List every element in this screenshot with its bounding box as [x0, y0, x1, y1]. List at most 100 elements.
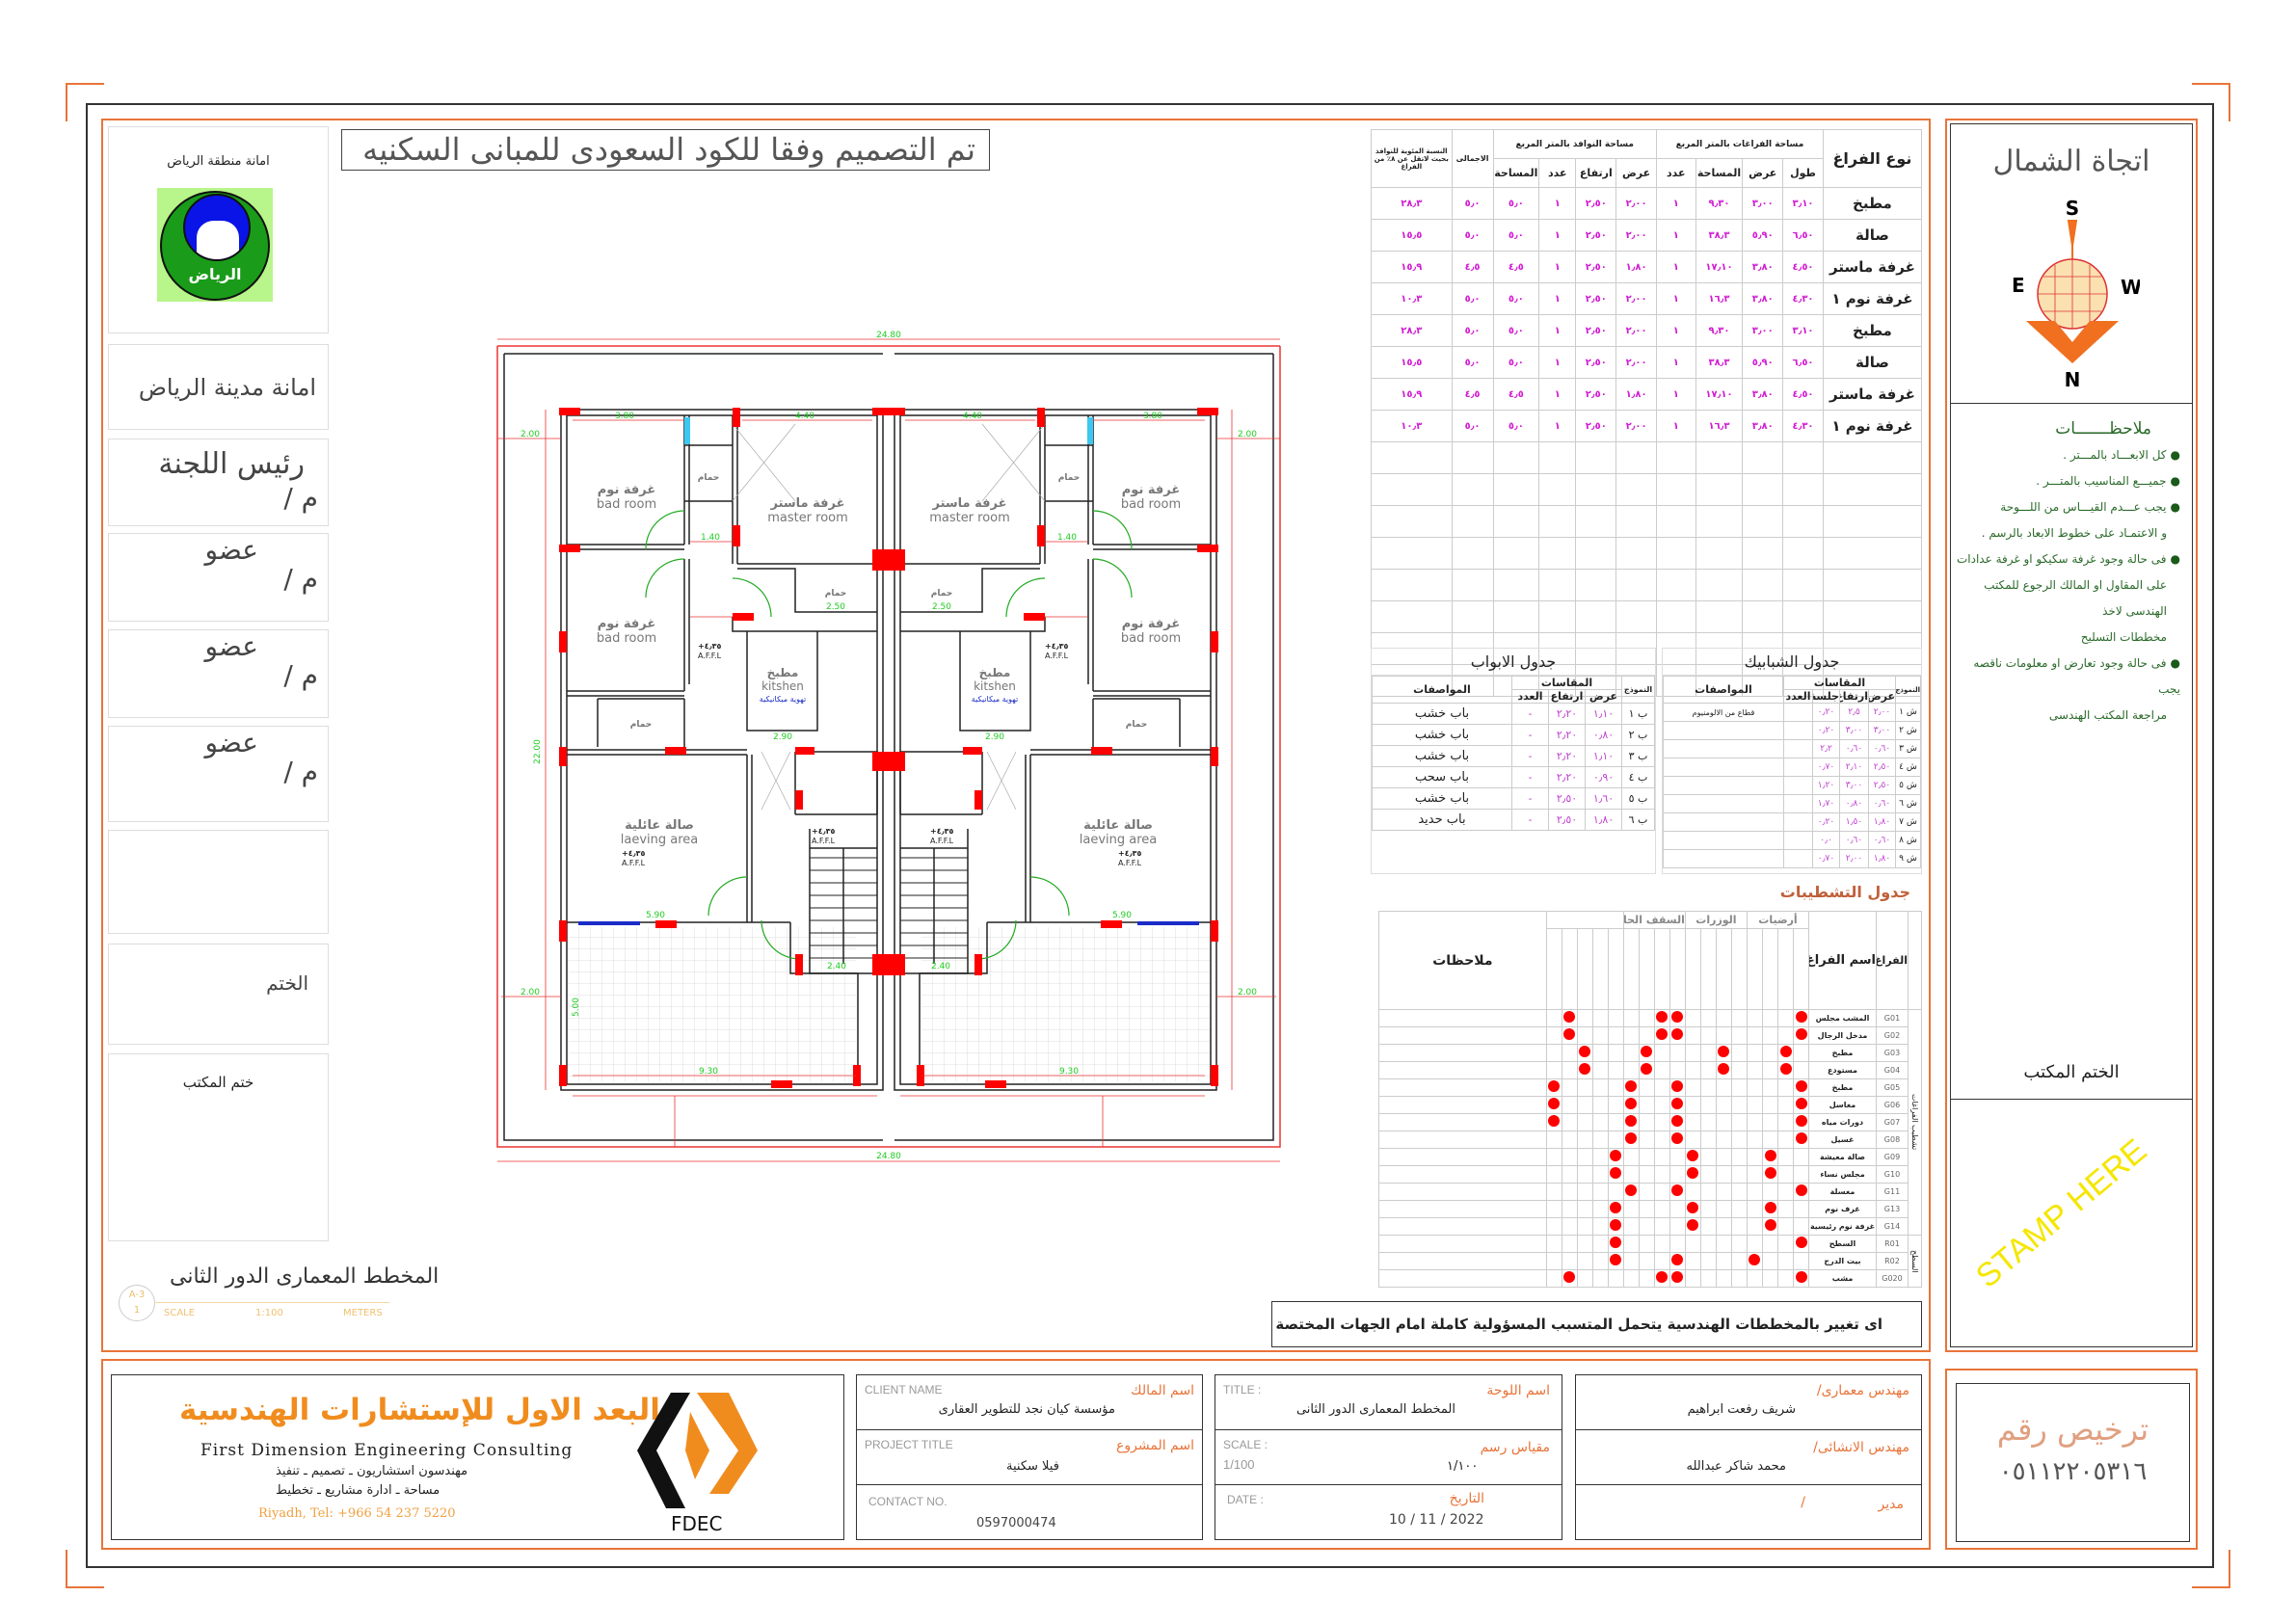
note-item: على المقاول او المالك الرجوع للمكتب الهن…	[1957, 572, 2180, 625]
finish-cell	[1653, 1183, 1670, 1201]
finish-cell	[1669, 1200, 1686, 1218]
finish-cell	[1576, 1183, 1593, 1201]
room-type-cell: صالة	[1822, 219, 1923, 252]
window-cell	[1782, 794, 1814, 813]
value-cell: ٤٫٥	[1451, 378, 1494, 411]
corner-mark	[2192, 83, 2230, 121]
finish-cell	[1561, 1061, 1578, 1079]
value-cell: ١	[1538, 314, 1577, 347]
finish-cell	[1684, 1269, 1701, 1288]
door-cell: -	[1511, 703, 1549, 725]
finish-column-header	[1653, 928, 1670, 1010]
finish-cell	[1777, 1148, 1794, 1166]
space-code: G01	[1876, 1009, 1909, 1027]
finish-cell	[1607, 1061, 1624, 1079]
finish-cell	[1762, 1113, 1778, 1131]
value-cell: ١	[1538, 219, 1577, 252]
empty-cell	[1492, 441, 1540, 474]
finish-cell	[1699, 1096, 1717, 1114]
signature-line: م /	[283, 659, 318, 691]
east-label: E	[2012, 274, 2025, 297]
finish-cell	[1545, 1148, 1562, 1166]
fdec-logo-text: FDEC	[671, 1512, 723, 1535]
finish-column-header	[1746, 928, 1764, 1010]
riyadh-logo: الرياض	[157, 188, 273, 302]
finish-marker	[1718, 1046, 1730, 1057]
finish-cell	[1777, 1078, 1794, 1097]
note-text: فى حالة وجود تعارض او معلومات ناقصه يجب	[1973, 656, 2180, 696]
units-label: METERS	[343, 1308, 383, 1318]
dim-corridor: 1.40	[701, 533, 720, 543]
window-cell: ٠٫٢٠	[1812, 703, 1840, 722]
notes-cell	[1378, 1235, 1547, 1253]
value-cell: ٢٫٥٠	[1575, 314, 1617, 347]
door-cell: باب خشب	[1372, 724, 1512, 746]
room-label-ar: صالة عائلية	[625, 818, 694, 833]
finish-cell	[1545, 1183, 1562, 1201]
level-value: +٤٫٣٥	[812, 827, 835, 836]
finish-column-header	[1762, 928, 1778, 1010]
col-notes: ملاحظات	[1378, 911, 1547, 1010]
value-cell: ٤٫٥	[1492, 251, 1540, 283]
windows-table-title: جدول الشبابيك	[1663, 649, 1921, 676]
empty-cell	[1742, 473, 1784, 506]
finish-cell	[1545, 1026, 1562, 1045]
value-cell: ٢٨٫٣	[1371, 314, 1453, 347]
finish-cell	[1622, 1113, 1640, 1131]
finish-cell	[1730, 1217, 1748, 1236]
finish-cell	[1653, 1148, 1670, 1166]
warning-notice: اى تغيير بالمخططات الهندسية يتحمل المتسب…	[1271, 1301, 1922, 1347]
space-code: G05	[1876, 1078, 1909, 1097]
license-label: ترخيص رقم	[1996, 1411, 2149, 1448]
notes-cell	[1378, 1078, 1547, 1097]
finish-cell	[1669, 1078, 1686, 1097]
finish-marker	[1563, 1271, 1576, 1283]
finish-cell	[1762, 1131, 1778, 1149]
door-cell: ب ٥	[1621, 787, 1655, 810]
finish-marker	[1641, 1063, 1653, 1075]
window-cell	[1782, 703, 1814, 722]
window-cell: ٢٫٥٠	[1868, 776, 1896, 795]
finish-cell	[1715, 1217, 1732, 1236]
finish-cell	[1777, 1269, 1794, 1288]
space-code: G10	[1876, 1165, 1909, 1184]
finish-cell	[1762, 1165, 1778, 1184]
value-cell: ١	[1538, 251, 1577, 283]
plan-left-unit	[496, 338, 890, 1162]
finish-marker	[1795, 1028, 1807, 1040]
value-cell: ١	[1538, 346, 1577, 379]
empty-cell	[1575, 505, 1617, 538]
finish-cell	[1607, 1183, 1624, 1201]
dim-stair: 2.40	[931, 962, 950, 971]
finish-cell	[1793, 1009, 1809, 1027]
license-number: ٠٥١١٢٢٠٥٣١٦	[1998, 1457, 2148, 1486]
member-box: عضو م /	[108, 726, 329, 822]
finish-column-header	[1715, 928, 1732, 1010]
finish-cell	[1622, 1165, 1640, 1184]
window-cell: قطاع من الالومنيوم	[1663, 703, 1784, 722]
finish-column-header	[1576, 928, 1593, 1010]
finish-marker	[1718, 1063, 1730, 1075]
value-cell: ١	[1655, 314, 1696, 347]
sheet-title-label-en: TITLE :	[1223, 1383, 1262, 1397]
finish-cell	[1591, 1061, 1609, 1079]
finish-cell	[1762, 1217, 1778, 1236]
dim-bedroom: 3.80	[1143, 412, 1162, 421]
structural-label: مهندس الانشائى/	[1813, 1440, 1909, 1455]
window-cell	[1663, 739, 1784, 758]
empty-cell	[1822, 473, 1923, 506]
finish-cell	[1591, 1269, 1609, 1288]
finish-marker	[1764, 1167, 1776, 1179]
project-label-en: PROJECT TITLE	[865, 1438, 953, 1451]
window-cell: ٣٫٠٠	[1839, 776, 1869, 795]
value-cell: ٢٨٫٣	[1371, 187, 1453, 220]
window-cell: ١٫٥٠	[1839, 812, 1869, 832]
finish-cell	[1746, 1044, 1764, 1062]
dim-living: 5.90	[646, 911, 665, 920]
mech-vent-label: تهوية ميكانيكية	[972, 695, 1018, 704]
